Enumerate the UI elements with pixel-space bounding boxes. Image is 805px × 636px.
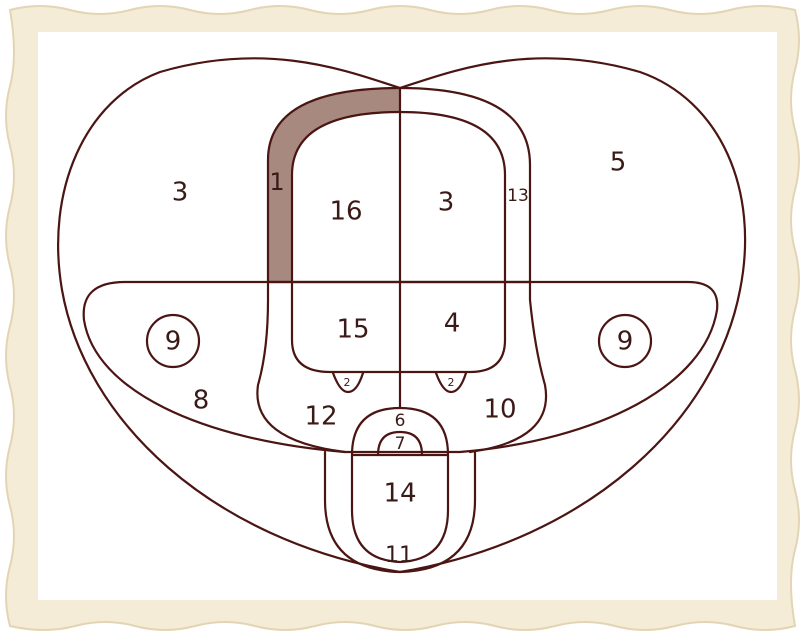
label-left-band: 8 xyxy=(193,386,210,416)
label-right-outer: 5 xyxy=(610,148,627,178)
label-right-ring: 13 xyxy=(507,186,529,206)
label-lower-left-inner: 15 xyxy=(336,315,369,345)
label-left-column-strip: 1 xyxy=(269,168,284,196)
label-upper-left-inner: 16 xyxy=(329,197,362,227)
label-small-dome: 7 xyxy=(395,434,406,454)
label-top-oval: 6 xyxy=(395,411,406,431)
paper-area xyxy=(38,32,777,600)
label-right-circle: 9 xyxy=(617,327,634,357)
label-inner-oval: 14 xyxy=(383,479,416,509)
label-bottom-tab: 11 xyxy=(385,543,413,568)
label-upper-right-inner: 3 xyxy=(438,188,455,218)
label-lower-right-inner: 4 xyxy=(444,309,461,339)
label-left-small-bump: 2 xyxy=(344,376,351,389)
label-right-small-bump: 2 xyxy=(448,376,455,389)
label-left-circle: 9 xyxy=(165,327,182,357)
label-left-outer: 3 xyxy=(172,178,189,208)
label-bottom-left-arch: 12 xyxy=(304,402,337,432)
label-bottom-right-arch: 10 xyxy=(483,395,516,425)
